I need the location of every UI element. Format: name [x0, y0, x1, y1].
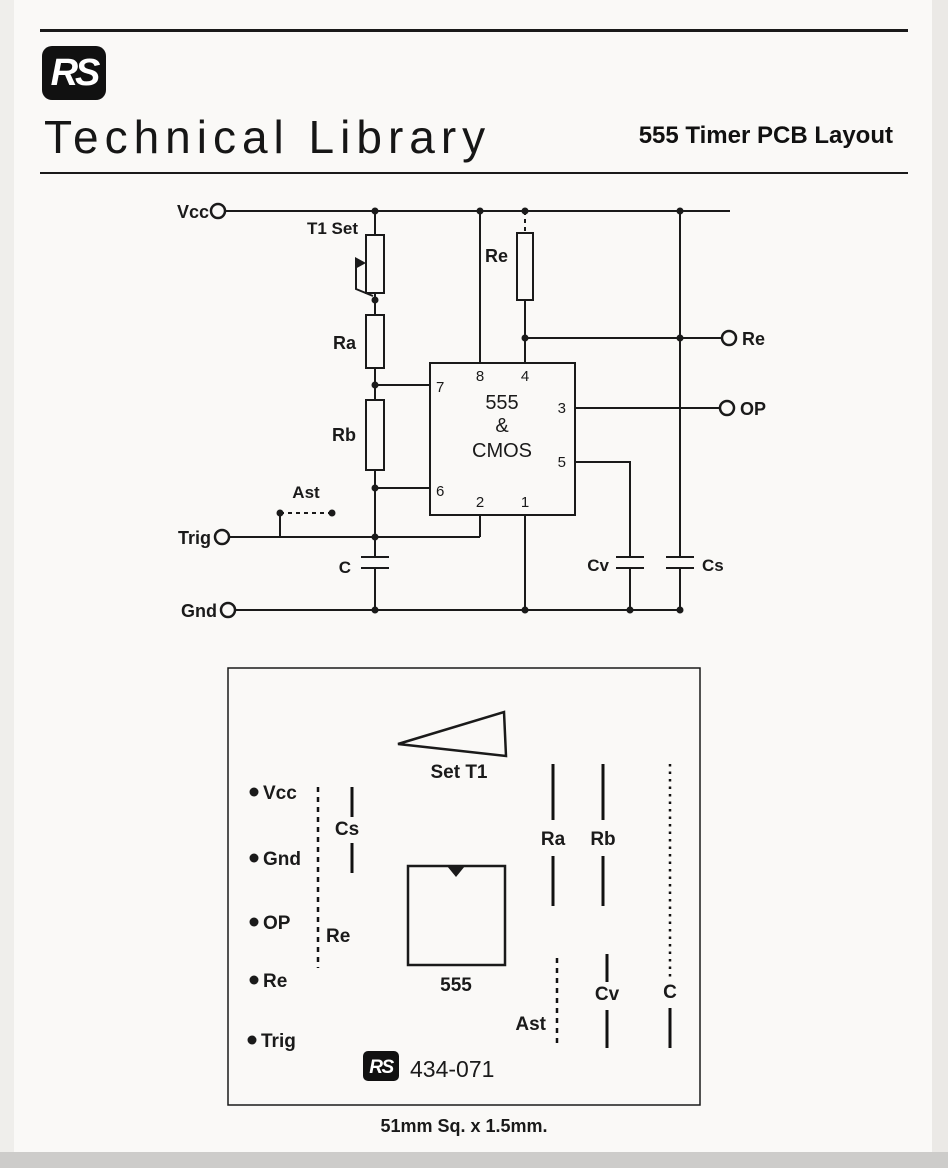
set-t1-triangle-icon	[397, 710, 508, 758]
document-subtitle: 555 Timer PCB Layout	[638, 122, 893, 149]
pcb-label-ra: Ra	[541, 829, 566, 850]
label-c: C	[339, 558, 351, 577]
label-re-resistor: Re	[485, 246, 508, 266]
header-rule-bottom	[40, 172, 908, 174]
label-ra: Ra	[333, 333, 357, 353]
t1set-potentiometer	[365, 234, 385, 294]
re-output-terminal	[720, 329, 738, 347]
pin-5-label: 5	[558, 454, 566, 471]
pcb-pad-label-trig: Trig	[261, 1031, 296, 1052]
pcb-label-c: C	[663, 982, 677, 1003]
label-re-terminal: Re	[742, 329, 765, 349]
pcb-pad-label-op: OP	[263, 913, 291, 934]
pad-vcc	[249, 787, 259, 797]
ic-name-line3: CMOS	[472, 440, 532, 462]
label-cs: Cs	[702, 556, 724, 575]
scan-edge-right	[932, 0, 948, 1168]
pcb-label-cv: Cv	[595, 984, 620, 1005]
re-resistor	[516, 232, 534, 301]
rb-resistor	[365, 399, 385, 471]
pcb-board-outline	[227, 667, 701, 1106]
scan-edge-bottom	[0, 1152, 948, 1168]
rs-logo-small-text: RS	[369, 1057, 394, 1078]
rs-logo-text: RS	[50, 51, 101, 94]
pcb-pad-label-vcc: Vcc	[263, 783, 297, 804]
junction-dots	[276, 207, 684, 614]
pad-gnd	[249, 853, 259, 863]
label-cv: Cv	[587, 556, 609, 575]
gnd-terminal	[219, 601, 237, 619]
pin-1-label: 1	[521, 494, 529, 511]
pcb-label-555: 555	[440, 975, 472, 996]
vcc-terminal	[209, 202, 227, 220]
pin-3-label: 3	[558, 400, 566, 417]
pcb-pad-label-gnd: Gnd	[263, 849, 301, 870]
pad-trig	[247, 1035, 257, 1045]
pad-re	[249, 975, 259, 985]
pcb-pads	[247, 787, 259, 1045]
pin-2-label: 2	[476, 494, 484, 511]
ic-555-body	[429, 362, 576, 516]
ra-resistor	[365, 314, 385, 369]
pcb-label-set-t1: Set T1	[430, 762, 487, 783]
part-number: 434-071	[410, 1056, 494, 1082]
op-output-terminal	[718, 399, 736, 417]
label-vcc: Vcc	[177, 202, 209, 222]
pcb-layout: Set T1 Vcc Gnd OP Re Trig Cs Re 555 Ra	[227, 667, 701, 1136]
pin-4-label: 4	[521, 368, 529, 385]
label-trig: Trig	[178, 528, 211, 548]
pcb-pad-label-re: Re	[263, 971, 287, 992]
pad-op	[249, 917, 259, 927]
ic-notch-icon	[447, 866, 465, 877]
trig-terminal	[213, 528, 231, 546]
pin-6-label: 6	[436, 483, 444, 500]
label-t1set: T1 Set	[307, 219, 358, 238]
ic-555-footprint	[406, 864, 507, 967]
label-ast: Ast	[292, 483, 320, 502]
circuit-schematic: Vcc T1 Set Ra Rb Re Ast Trig C Gnd Cv Cs…	[177, 202, 766, 621]
header-rule-top	[40, 29, 908, 32]
page-title: Technical Library	[44, 111, 492, 163]
ic-name-line1: 555	[485, 392, 518, 414]
scan-edge-left	[0, 0, 14, 1168]
label-gnd: Gnd	[181, 601, 217, 621]
label-op-terminal: OP	[740, 399, 766, 419]
pcb-caption: 51mm Sq. x 1.5mm.	[380, 1116, 547, 1136]
ic-name-line2: &	[495, 415, 509, 437]
t1set-wiper-arrow-icon	[355, 257, 366, 269]
pin-7-label: 7	[436, 379, 444, 396]
pcb-label-ast: Ast	[515, 1014, 546, 1035]
rs-logo: RS	[42, 46, 106, 100]
pin-8-label: 8	[476, 368, 484, 385]
pcb-label-re: Re	[326, 926, 350, 947]
pcb-label-cs: Cs	[335, 819, 359, 840]
label-rb: Rb	[332, 425, 356, 445]
pcb-label-rb: Rb	[590, 829, 615, 850]
rs-logo-small	[363, 1051, 399, 1081]
